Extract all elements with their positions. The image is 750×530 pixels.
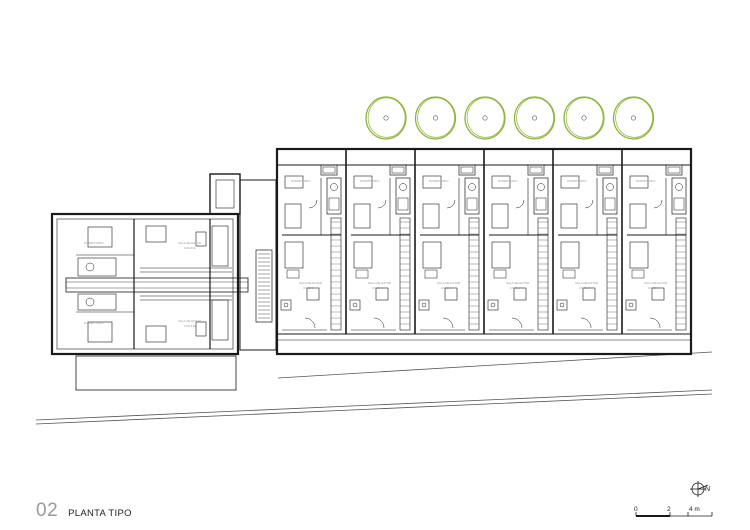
drawing-caption: 02 PLANTA TIPO (36, 500, 132, 522)
north-label: N (705, 486, 710, 493)
room-label-living: SALA DE ESTAR (506, 281, 530, 285)
apartment-unit (418, 149, 485, 334)
scale-tick-0: 0 (634, 506, 638, 513)
left-room-label: DORMITORIO (84, 321, 104, 325)
scale-tick-4m: 4 m (689, 506, 700, 513)
tree-icon (513, 96, 556, 140)
scale-bar (635, 512, 713, 517)
right-apartment-block (275, 147, 693, 356)
room-label-living: SALA DE ESTAR (299, 281, 323, 285)
tree-icon (612, 96, 655, 140)
tree-icon (464, 96, 506, 140)
room-label-kitchen: COCINA (441, 286, 453, 290)
caption-number: 02 (36, 500, 59, 521)
apartment-unit (556, 149, 623, 334)
left-room-label: SALA DE ESTAR (178, 241, 202, 245)
apartment-unit (280, 149, 347, 334)
left-room-label: DORMITORIO (84, 241, 104, 245)
tree-icon (365, 96, 407, 140)
room-label-kitchen: COCINA (303, 286, 315, 290)
apartment-unit (625, 149, 692, 334)
caption-title: PLANTA TIPO (68, 508, 132, 519)
room-label-kitchen: COCINA (579, 286, 591, 290)
room-label-bedroom: DORMITORIO (636, 179, 656, 183)
apartment-unit (487, 149, 554, 334)
north-arrow (690, 481, 709, 497)
room-label-bedroom: DORMITORIO (498, 179, 518, 183)
left-room-label: COCINA (184, 324, 196, 328)
tree-icon (563, 96, 605, 140)
tree-icon (414, 96, 457, 140)
room-label-living: SALA DE ESTAR (575, 281, 599, 285)
room-label-living: SALA DE ESTAR (437, 281, 461, 285)
apartment-unit (349, 149, 416, 334)
left-room-label: COCINA (184, 246, 196, 250)
room-label-bedroom: DORMITORIO (291, 179, 311, 183)
scale-tick-2: 2 (667, 506, 671, 513)
left-apartment-block (50, 173, 249, 391)
room-label-kitchen: COCINA (510, 286, 522, 290)
room-label-bedroom: DORMITORIO (567, 179, 587, 183)
room-label-living: SALA DE ESTAR (368, 281, 392, 285)
left-room-label: SALA DE ESTAR (178, 319, 202, 323)
connector-and-stair (239, 179, 277, 351)
room-label-bedroom: DORMITORIO (360, 179, 380, 183)
room-label-living: SALA DE ESTAR (644, 281, 668, 285)
tree-row (365, 96, 655, 140)
site-boundary-lines (35, 351, 713, 425)
room-label-kitchen: COCINA (648, 286, 660, 290)
room-label-bedroom: DORMITORIO (429, 179, 449, 183)
room-label-kitchen: COCINA (372, 286, 384, 290)
